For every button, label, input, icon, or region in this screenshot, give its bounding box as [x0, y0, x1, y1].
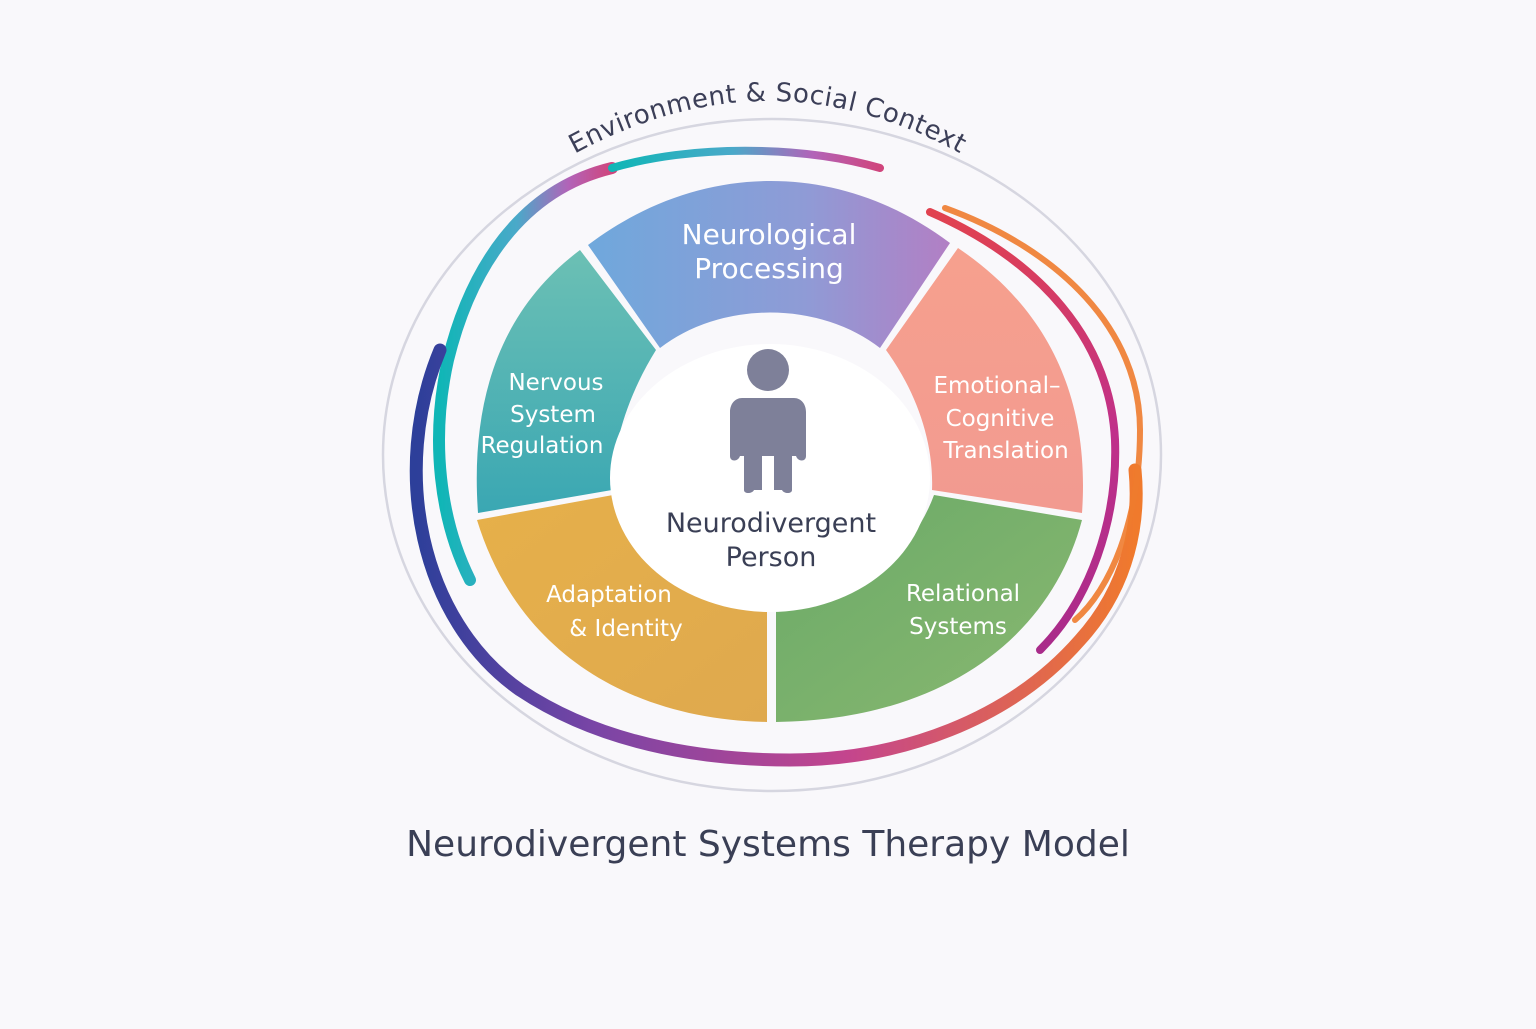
- label-emotional-line3: Translation: [942, 438, 1068, 464]
- label-relational-line2: Systems: [909, 614, 1007, 640]
- label-neurological-line2: Processing: [694, 252, 844, 285]
- label-nervous-line2: System: [510, 402, 596, 428]
- center-circle: [610, 344, 930, 612]
- ring-swoosh-bottom: [409, 343, 1143, 767]
- person-icon: [730, 349, 806, 493]
- ring-swoosh-right: [926, 208, 1120, 654]
- diagram-title: Neurodivergent Systems Therapy Model: [406, 824, 1130, 865]
- outer-boundary-ring: [381, 117, 1163, 793]
- label-emotional-line2: Cognitive: [946, 406, 1055, 432]
- segment-emotional-cognitive-translation: [886, 248, 1083, 513]
- segment-relational-systems: [776, 495, 1082, 722]
- center-label-line2: Person: [726, 542, 817, 573]
- center-label-line1: Neurodivergent: [666, 508, 876, 539]
- segment-adaptation-identity: [477, 495, 767, 722]
- ring-swoosh-left-top: [433, 162, 618, 586]
- label-adaptation-line2: & Identity: [569, 616, 682, 642]
- label-relational-line1: Relational: [906, 581, 1020, 607]
- context-swoosh-rings: [409, 146, 1144, 767]
- ring-swoosh-top: [608, 146, 884, 172]
- segment-neurological-processing: [588, 180, 950, 348]
- label-nervous-line1: Nervous: [508, 370, 603, 396]
- segment-nervous-system-regulation: [476, 250, 656, 513]
- label-nervous-line3: Regulation: [481, 433, 604, 459]
- ring-swoosh-right-orange: [942, 205, 1144, 623]
- label-neurological-line1: Neurological: [682, 218, 857, 251]
- label-emotional-line1: Emotional–: [933, 373, 1060, 399]
- segment-group: [476, 180, 1083, 722]
- label-adaptation-line1: Adaptation: [546, 582, 672, 608]
